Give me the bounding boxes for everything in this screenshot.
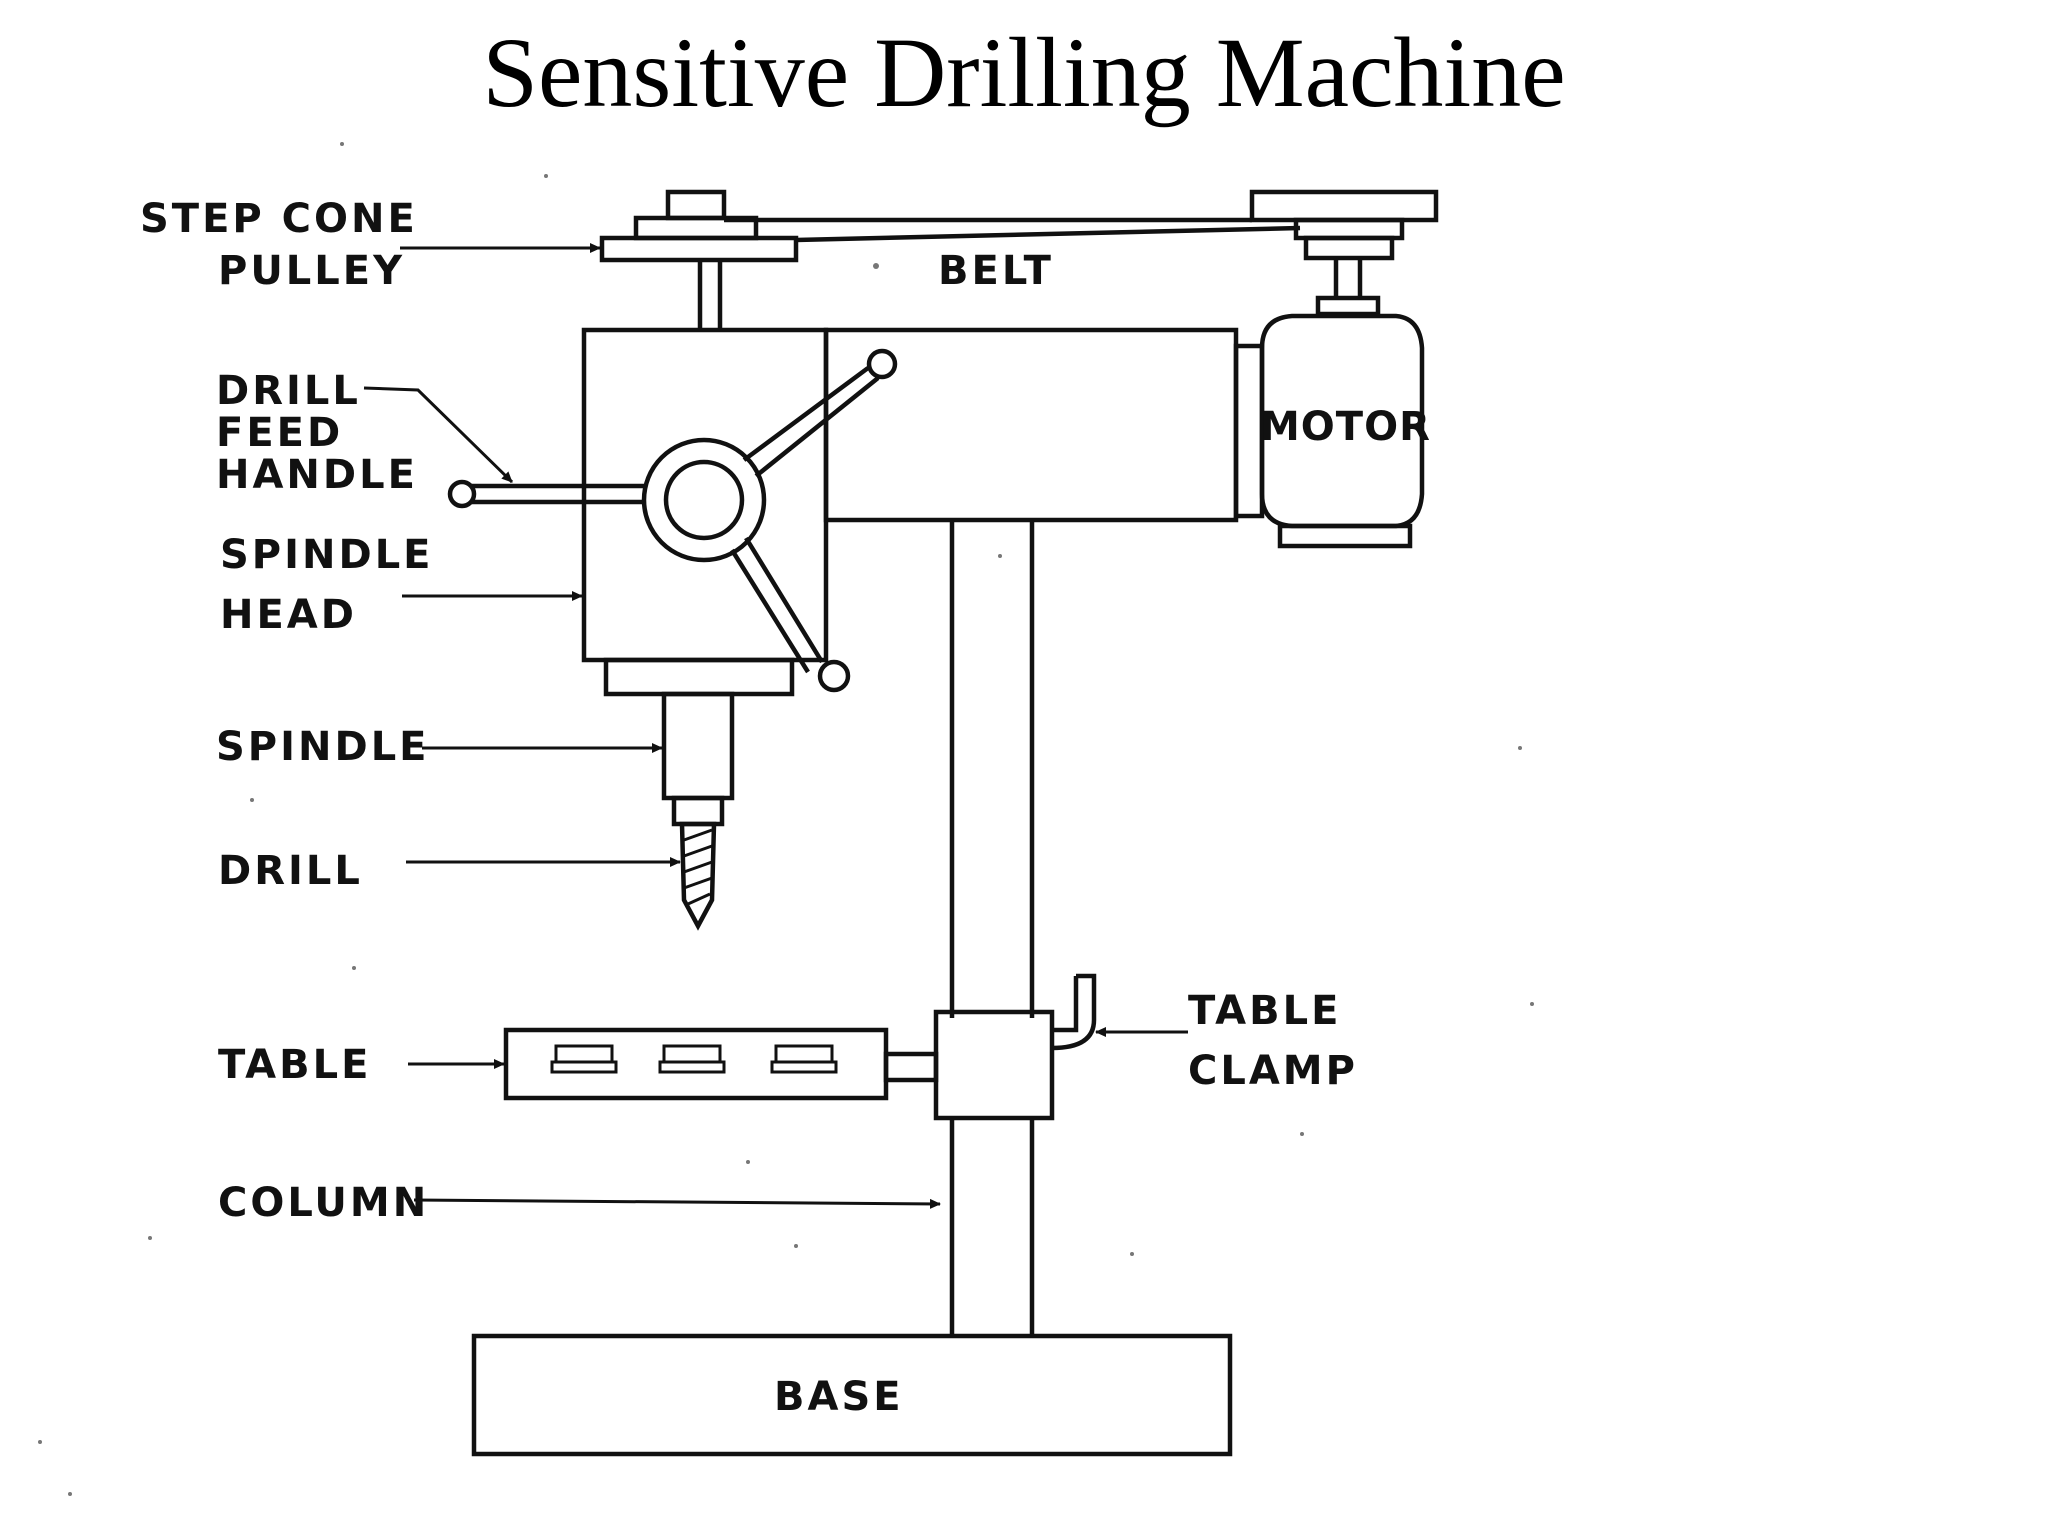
label-drill-feed-handle-1: DRILL xyxy=(216,368,361,414)
label-drill-feed-handle-2: FEED xyxy=(216,410,343,456)
page-title: Sensitive Drilling Machine xyxy=(482,17,1566,128)
label-table: TABLE xyxy=(218,1042,371,1088)
label-base: BASE xyxy=(774,1374,904,1420)
label-column: COLUMN xyxy=(218,1180,429,1226)
table-clamp xyxy=(933,973,1097,1121)
spindle xyxy=(661,691,735,827)
belt xyxy=(724,217,1301,243)
label-drill-feed-handle-3: HANDLE xyxy=(216,452,418,498)
label-belt: BELT xyxy=(938,248,1054,294)
label-drill: DRILL xyxy=(218,848,363,894)
work-table xyxy=(503,1027,939,1101)
scan-speckles xyxy=(38,142,1534,1496)
machine-base xyxy=(471,1333,1233,1457)
drill-bit xyxy=(679,821,717,931)
motor-pulley xyxy=(1249,189,1439,317)
label-table-clamp-2: CLAMP xyxy=(1188,1048,1358,1094)
label-spindle-head-1: SPINDLE xyxy=(220,532,434,578)
label-motor: MOTOR xyxy=(1260,404,1431,450)
leader-lines xyxy=(363,243,1188,1209)
label-step-cone-pulley-1: STEP CONE xyxy=(140,196,418,242)
label-step-cone-pulley-2: PULLEY xyxy=(218,248,405,294)
label-table-clamp-1: TABLE xyxy=(1188,988,1341,1034)
drill-feed-handle xyxy=(447,348,898,693)
column xyxy=(949,520,1035,1336)
step-cone-pulley xyxy=(599,189,799,328)
label-spindle: SPINDLE xyxy=(216,724,430,770)
spindle-head xyxy=(581,327,1239,697)
label-spindle-head-2: HEAD xyxy=(220,592,357,638)
